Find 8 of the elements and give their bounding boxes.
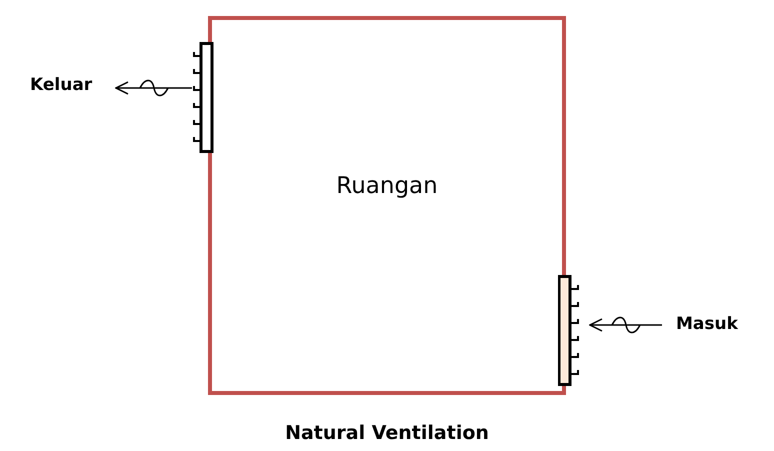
- vent-grille: [558, 275, 580, 386]
- airflow-arrow: [589, 316, 663, 334]
- airflow-arrow: [115, 80, 193, 96]
- diagram-caption: Natural Ventilation: [284, 422, 490, 444]
- room-label: Ruangan: [336, 172, 438, 198]
- vent-grille: [192, 42, 214, 153]
- airflow-label: Masuk: [676, 314, 738, 334]
- airflow-label: Keluar: [30, 75, 92, 95]
